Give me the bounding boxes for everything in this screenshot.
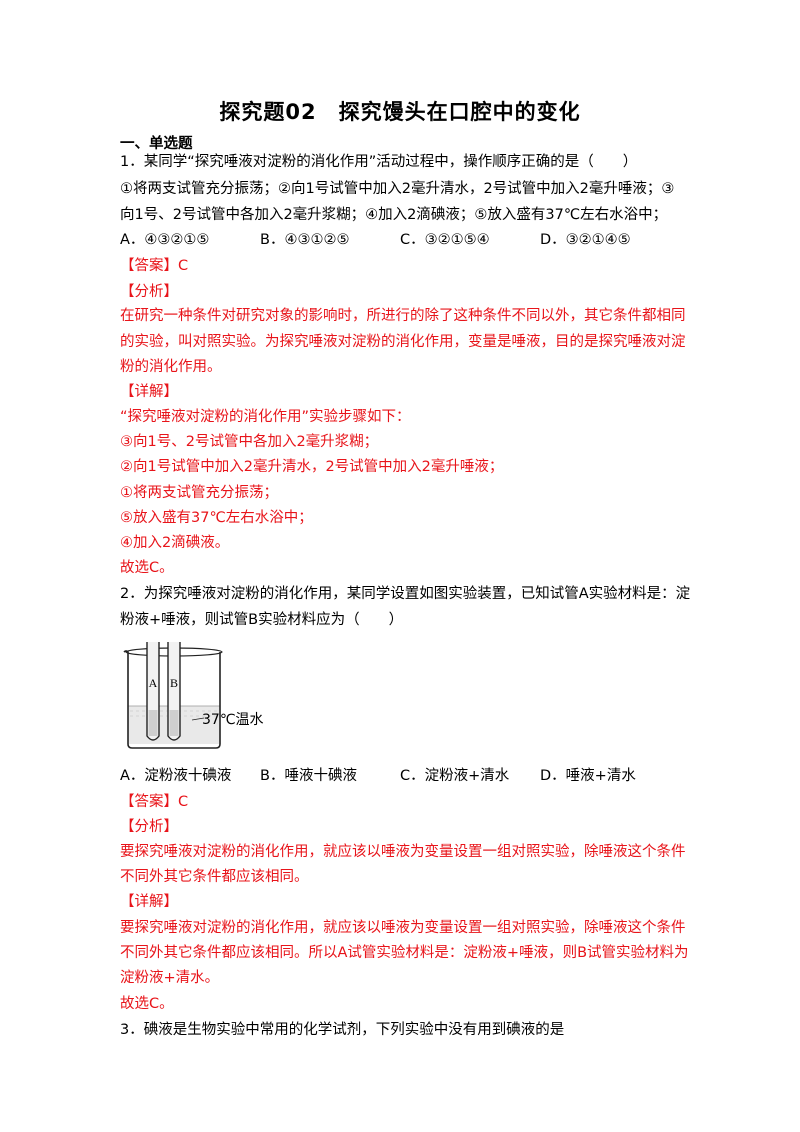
tube-b-liquid	[169, 710, 179, 736]
q2-detail-line-2: 不同外其它条件都应该相同。所以A试管实验材料是：淀粉液+唾液，则B试管实验材料为	[120, 945, 689, 961]
q1-conclusion: 故选C。	[120, 560, 174, 576]
tube-b-label: B	[170, 676, 178, 690]
q2-stem-line-1: 2．为探究唾液对淀粉的消化作用，某同学设置如图实验装置，已知试管A实验材料是：淀	[120, 586, 691, 602]
q2-analysis-line-1: 要探究唾液对淀粉的消化作用，就应该以唾液为变量设置一组对照实验，除唾液这个条件	[120, 844, 686, 860]
q1-stem-line-2: ①将两支试管充分振荡；②向1号试管中加入2毫升清水，2号试管中加入2毫升唾液；③	[120, 181, 675, 197]
q1-detail-line-4: ①将两支试管充分振荡；	[120, 485, 278, 501]
q1-detail-line-1: “探究唾液对淀粉的消化作用”实验步骤如下：	[120, 409, 411, 425]
label-pointer	[191, 717, 205, 721]
q1-analysis-line-1: 在研究一种条件对研究对象的影响时，所进行的除了这种条件不同以外，其它条件都相同	[120, 308, 686, 324]
q1-detail-line-6: ④加入2滴碘液。	[120, 535, 230, 551]
q2-option-d: D．唾液+清水	[540, 768, 636, 784]
q3-stem-line-1: 3．碘液是生物实验中常用的化学试剂，下列实验中没有用到碘液的是	[120, 1022, 565, 1038]
experiment-figure: A B 37℃温水	[120, 640, 280, 755]
q1-analysis-line-3: 粉的消化作用。	[120, 359, 222, 375]
q2-option-b: B．唾液十碘液	[260, 768, 357, 784]
q1-analysis-label: 【分析】	[120, 284, 178, 300]
q1-analysis-line-2: 的实验，叫对照实验。为探究唾液对淀粉的消化作用，变量是唾液，目的是探究唾液对淀	[120, 334, 686, 350]
q1-answer: 【答案】C	[120, 258, 189, 274]
q2-analysis-label: 【分析】	[120, 819, 178, 835]
q1-detail-line-5: ⑤放入盛有37℃左右水浴中；	[120, 510, 313, 526]
q1-option-c: C．③②①⑤④	[400, 232, 490, 248]
q2-answer: 【答案】C	[120, 794, 189, 810]
q1-detail-line-3: ②向1号试管中加入2毫升清水，2号试管中加入2毫升唾液；	[120, 459, 504, 475]
q2-analysis-line-2: 不同外其它条件都应该相同。	[120, 869, 309, 885]
water-temperature-label: 37℃温水	[202, 712, 264, 728]
q2-detail-line-3: 淀粉液+清水。	[120, 970, 220, 986]
q2-option-c: C．淀粉液+清水	[400, 768, 510, 784]
tube-a-label: A	[149, 676, 158, 690]
q1-option-d: D．③②①④⑤	[540, 232, 631, 248]
q1-detail-line-2: ③向1号、2号试管中各加入2毫升浆糊；	[120, 434, 379, 450]
q2-conclusion: 故选C。	[120, 996, 174, 1012]
q1-stem-line-1: 1．某同学“探究唾液对淀粉的消化作用”活动过程中，操作顺序正确的是（ ）	[120, 154, 638, 170]
q2-stem-line-2: 粉液+唾液，则试管B实验材料应为（ ）	[120, 612, 404, 628]
beaker-diagram: A B 37℃温水	[123, 642, 264, 749]
tube-a-liquid	[148, 710, 158, 736]
q1-detail-label: 【详解】	[120, 384, 178, 400]
section-heading: 一、单选题	[120, 136, 193, 152]
q2-option-a: A．淀粉液十碘液	[120, 768, 232, 784]
q2-detail-label: 【详解】	[120, 894, 178, 910]
page-title: 探究题02 探究馒头在口腔中的变化	[219, 100, 581, 124]
q1-option-a: A．④③②①⑤	[120, 232, 210, 248]
q2-detail-line-1: 要探究唾液对淀粉的消化作用，就应该以唾液为变量设置一组对照实验，除唾液这个条件	[120, 920, 686, 936]
q1-option-b: B．④③①②⑤	[260, 232, 350, 248]
q1-stem-line-3: 向1号、2号试管中各加入2毫升浆糊；④加入2滴碘液；⑤放入盛有37℃左右水浴中；	[120, 207, 668, 223]
